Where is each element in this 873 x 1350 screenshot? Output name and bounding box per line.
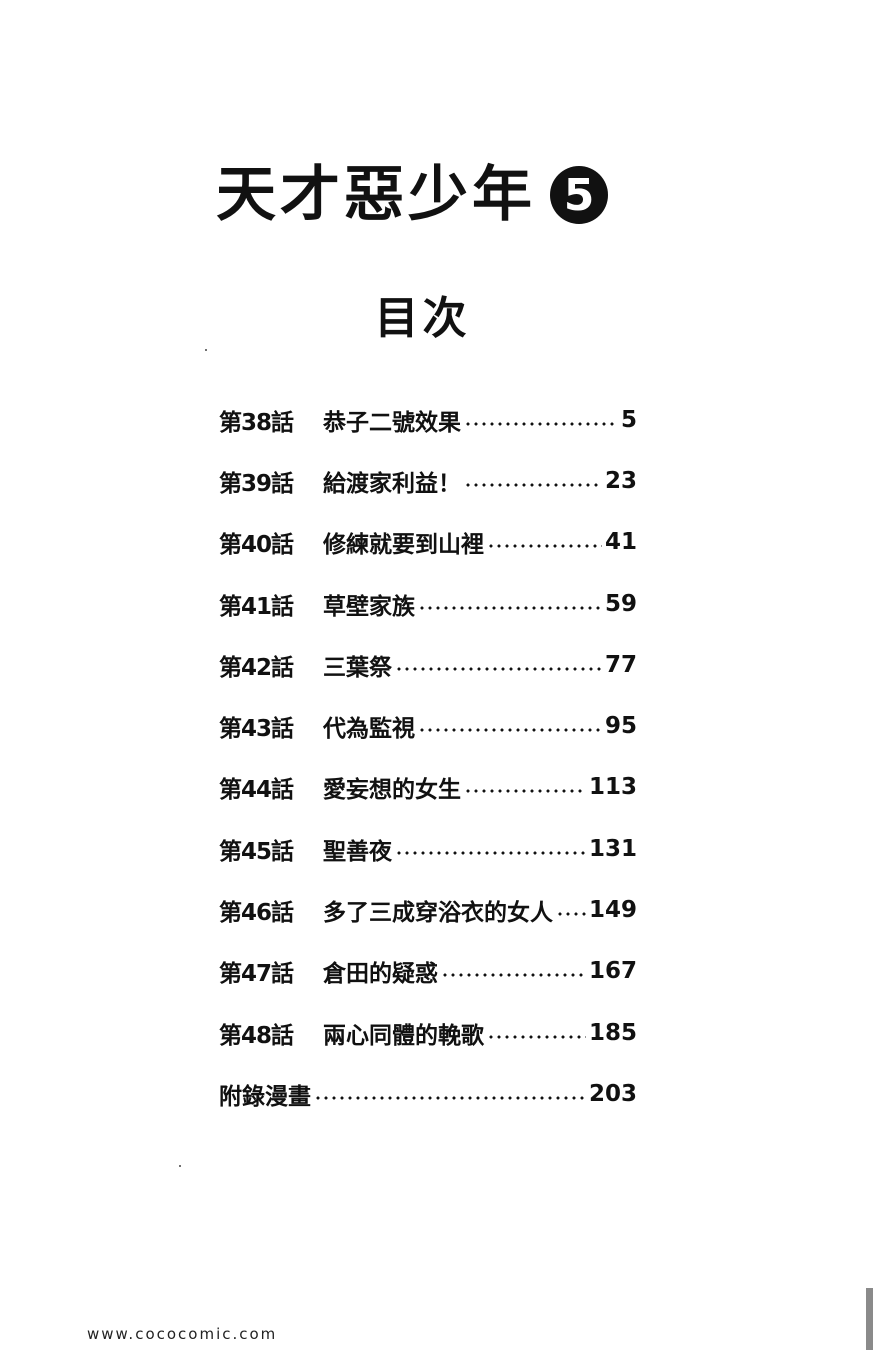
toc-entry[interactable]: 第45話 聖善夜 131 <box>219 818 637 879</box>
episode-title: 恭子二號效果 <box>323 409 461 436</box>
episode-number: 第38話 <box>219 409 294 436</box>
toc-heading: 目次 <box>374 293 471 344</box>
episode-title: 倉田的疑惑 <box>323 961 438 988</box>
page-number: 185 <box>588 1019 637 1046</box>
toc-entry[interactable]: 第42話 三葉祭 77 <box>219 634 637 695</box>
page-number: 95 <box>604 713 637 740</box>
toc-entry[interactable]: 第43話 代為監視 95 <box>219 695 637 756</box>
episode-title: 三葉祭 <box>323 654 392 681</box>
episode-title: 給渡家利益！ <box>323 470 461 497</box>
page-number: 203 <box>588 1080 637 1107</box>
toc-entry[interactable]: 第48話 兩心同體的輓歌 185 <box>219 1002 637 1063</box>
dot-leader <box>314 1095 586 1100</box>
episode-number: 第44話 <box>219 777 294 804</box>
toc-entry[interactable]: 第39話 給渡家利益！ 23 <box>219 450 637 511</box>
dot-leader <box>395 666 602 671</box>
episode-title: 兩心同體的輓歌 <box>323 1022 484 1049</box>
episode-number: 第41話 <box>219 593 294 620</box>
toc-entry[interactable]: 第44話 愛妄想的女生 113 <box>219 757 637 818</box>
toc-entry[interactable]: 第47話 倉田的疑惑 167 <box>219 941 637 1002</box>
episode-number: 第39話 <box>219 470 294 497</box>
table-of-contents: 第38話 恭子二號效果 5 第39話 給渡家利益！ 23 第40話 修練就要到山裡 41 第41話… <box>219 389 637 1125</box>
page-number: 5 <box>620 406 637 433</box>
book-title: 天才惡少年 5 <box>216 160 608 230</box>
dot-leader <box>441 973 586 978</box>
episode-number: 第48話 <box>219 1022 294 1049</box>
dot-leader <box>487 544 602 549</box>
dot-leader <box>556 912 586 917</box>
dot-leader <box>464 482 602 487</box>
episode-number: 第42話 <box>219 654 294 681</box>
page-number: 59 <box>604 590 637 617</box>
episode-title: 修練就要到山裡 <box>323 532 484 559</box>
scan-speck <box>205 349 207 351</box>
dot-leader <box>418 605 602 610</box>
episode-title: 多了三成穿浴衣的女人 <box>323 900 553 927</box>
page-edge <box>866 1288 873 1350</box>
volume-badge: 5 <box>550 166 608 224</box>
episode-title: 代為監視 <box>323 716 415 743</box>
episode-number: 第45話 <box>219 838 294 865</box>
episode-number: 第43話 <box>219 716 294 743</box>
book-title-text: 天才惡少年 <box>216 160 536 230</box>
dot-leader <box>487 1034 586 1039</box>
toc-entry[interactable]: 第41話 草壁家族 59 <box>219 573 637 634</box>
scan-speck <box>179 1165 181 1167</box>
dot-leader <box>464 789 586 794</box>
dot-leader <box>464 421 618 426</box>
dot-leader <box>395 850 586 855</box>
episode-title: 聖善夜 <box>323 838 392 865</box>
episode-number: 第47話 <box>219 961 294 988</box>
toc-entry[interactable]: 第40話 修練就要到山裡 41 <box>219 512 637 573</box>
episode-title: 草壁家族 <box>323 593 415 620</box>
watermark: www.cococomic.com <box>87 1325 278 1343</box>
page-number: 23 <box>604 467 637 494</box>
page-number: 167 <box>588 958 637 985</box>
page-number: 113 <box>588 774 637 801</box>
appendix-title: 附錄漫畫 <box>219 1083 311 1110</box>
toc-entry[interactable]: 第38話 恭子二號效果 5 <box>219 389 637 450</box>
episode-number: 第40話 <box>219 532 294 559</box>
page-number: 149 <box>588 897 637 924</box>
page-number: 131 <box>588 835 637 862</box>
toc-entry[interactable]: 第46話 多了三成穿浴衣的女人 149 <box>219 879 637 940</box>
page-number: 77 <box>604 651 637 678</box>
toc-entry-appendix[interactable]: 附錄漫畫 203 <box>219 1063 637 1124</box>
page-number: 41 <box>604 529 637 556</box>
dot-leader <box>418 728 602 733</box>
episode-number: 第46話 <box>219 900 294 927</box>
episode-title: 愛妄想的女生 <box>323 777 461 804</box>
